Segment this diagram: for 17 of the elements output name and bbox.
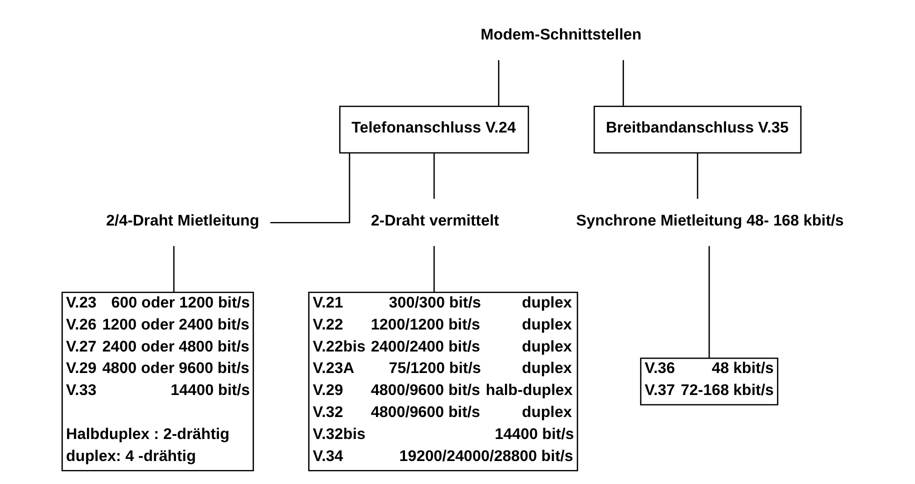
connector <box>622 60 624 106</box>
connector <box>498 60 499 106</box>
node-box: Telefonanschluss V.24 <box>338 106 529 154</box>
node-box: V.21 300/300 bit/s duplex V.22 1200/1200 bit/s duplex V.22bis 2400/2400 bit/s duplex V.23A 75/1200 bit/s duplex V.29 4800/9600 bit/s halb-duplex V.32 4800/9600 bit/s duplex V.32bis 14400 bit/s V.34 19200/24000/28800 bit/s <box>308 292 578 472</box>
connector <box>696 153 698 199</box>
node-text: Modem-Schnittstellen <box>480 26 641 44</box>
node-text: Synchrone Mietleitung 48- 168 kbit/s <box>576 212 844 230</box>
connector <box>708 246 710 358</box>
node-text: 2-Draht vermittelt <box>370 212 499 230</box>
connector <box>432 153 434 199</box>
connector <box>172 246 174 292</box>
node-box: V.36 48 kbit/s V.37 72-168 kbit/s <box>640 358 778 406</box>
connector <box>432 246 434 292</box>
node-box: V.23 600 oder 1200 bit/s V.26 1200 oder 2400 bit/s V.27 2400 oder 4800 bit/s V.29 4800 oder 9600 bit/s V.33 14400 bit/s Halbduplex : 2-drähtig duplex: 4 -drähtig <box>61 292 254 472</box>
node-box: Breitbandanschluss V.35 <box>593 106 802 154</box>
connector <box>270 153 350 224</box>
node-text: 2/4-Draht Mietleitung <box>106 212 259 230</box>
